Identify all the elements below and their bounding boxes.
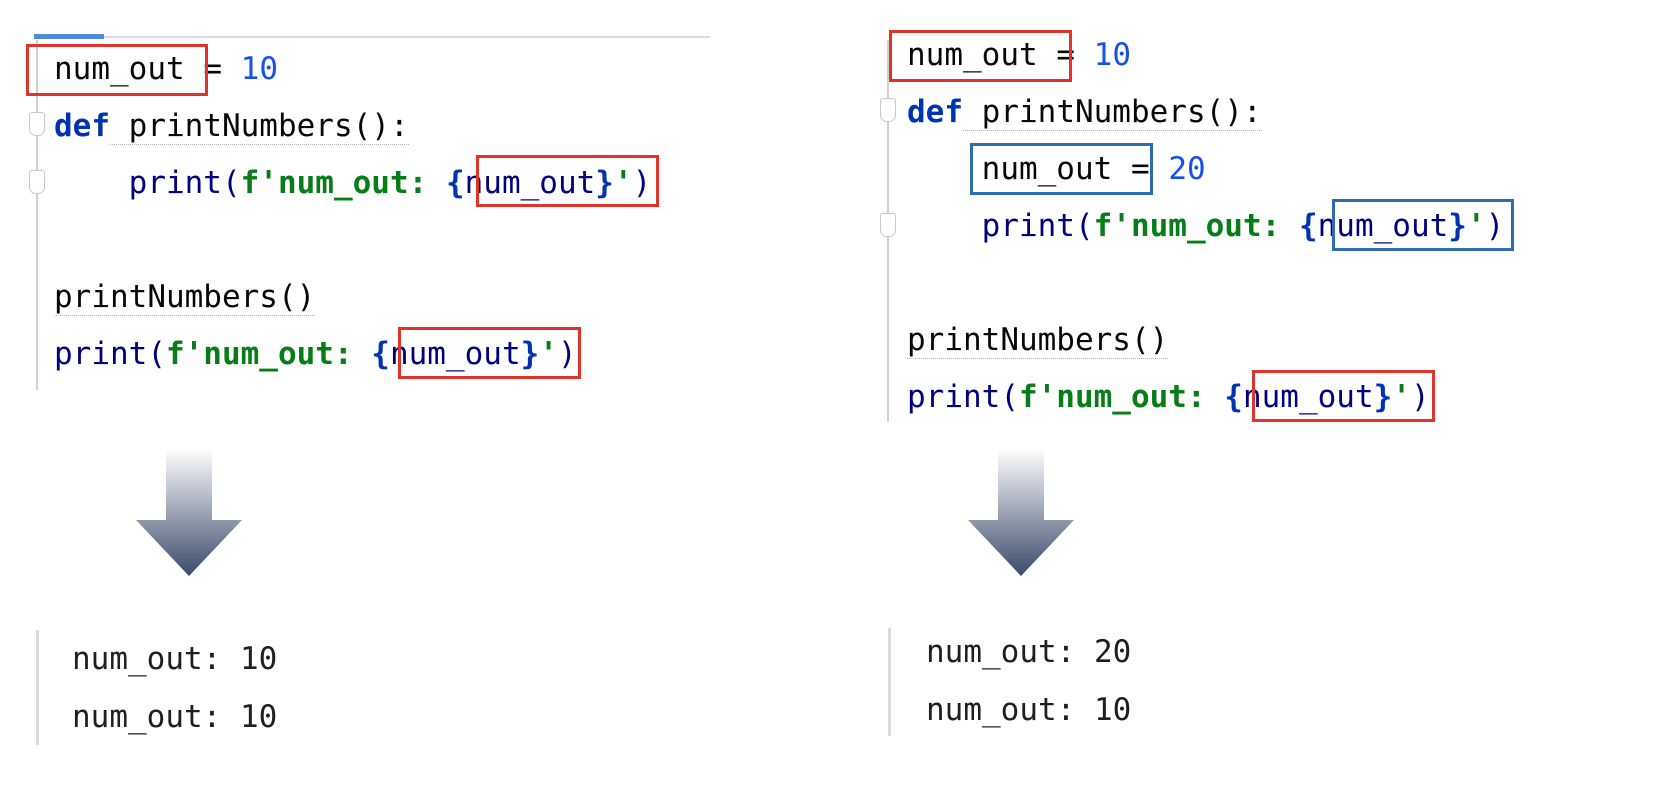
output-line: num_out: 10 bbox=[72, 641, 278, 677]
number-literal: 20 bbox=[1168, 151, 1206, 187]
number-literal: 10 bbox=[1093, 37, 1131, 73]
global-var-highlight-box bbox=[26, 44, 208, 96]
fold-marker-icon[interactable] bbox=[880, 98, 896, 122]
console-output: num_out: 10 num_out: 10 bbox=[72, 630, 277, 746]
keyword-def: def bbox=[907, 94, 963, 130]
fstring-ref: num_out bbox=[1242, 379, 1374, 415]
fstring-ref: num_out bbox=[1317, 208, 1449, 244]
code-line-4: print(f'num_out: {num_out}') bbox=[981, 208, 1505, 244]
global-ref-highlight-box bbox=[1252, 370, 1435, 422]
fstring-ref: num_out bbox=[464, 165, 596, 201]
down-arrow-icon bbox=[136, 448, 242, 576]
console-gutter-line bbox=[888, 628, 891, 736]
code-line-5: printNumbers() bbox=[54, 279, 316, 316]
global-var-highlight-box bbox=[889, 30, 1072, 82]
local-ref-highlight-box bbox=[1332, 199, 1514, 251]
local-var-highlight-box bbox=[970, 143, 1153, 195]
function-signature: printNumbers(): bbox=[110, 108, 409, 145]
code-line-3: print(f'num_out: {num_out}') bbox=[128, 165, 652, 201]
output-line: num_out: 10 bbox=[926, 692, 1132, 728]
fold-marker-icon[interactable] bbox=[29, 170, 45, 194]
console-gutter-line bbox=[36, 630, 39, 745]
output-line: num_out: 10 bbox=[72, 699, 278, 735]
global-ref-highlight-box bbox=[398, 327, 581, 379]
code-line-6: printNumbers() bbox=[907, 322, 1169, 359]
fstring-ref: num_out bbox=[389, 336, 521, 372]
output-line: num_out: 20 bbox=[926, 634, 1132, 670]
editor-tab-indicator bbox=[34, 34, 104, 39]
global-ref-highlight-box bbox=[476, 155, 659, 207]
keyword-def: def bbox=[54, 108, 110, 144]
code-line-3: num_out = 20 bbox=[981, 151, 1206, 187]
console-output: num_out: 20 num_out: 10 bbox=[926, 623, 1131, 739]
down-arrow-icon bbox=[968, 448, 1074, 576]
code-line-7: print(f'num_out: {num_out}') bbox=[907, 379, 1430, 415]
code-line-2: def printNumbers(): bbox=[907, 94, 1262, 131]
editor-gutter-line bbox=[36, 40, 38, 390]
fold-marker-icon[interactable] bbox=[880, 213, 896, 237]
code-line-2: def printNumbers(): bbox=[54, 108, 409, 145]
function-signature: printNumbers(): bbox=[963, 94, 1262, 131]
code-line-1: num_out = 10 bbox=[907, 37, 1131, 73]
global-var-name: num_out bbox=[907, 37, 1038, 73]
number-literal: 10 bbox=[240, 51, 278, 87]
local-var-name: num_out bbox=[981, 151, 1113, 187]
fold-marker-icon[interactable] bbox=[29, 112, 45, 136]
code-line-6: print(f'num_out: {num_out}') bbox=[54, 336, 577, 372]
editor-top-border bbox=[104, 36, 710, 38]
global-var-name: num_out bbox=[54, 51, 185, 87]
